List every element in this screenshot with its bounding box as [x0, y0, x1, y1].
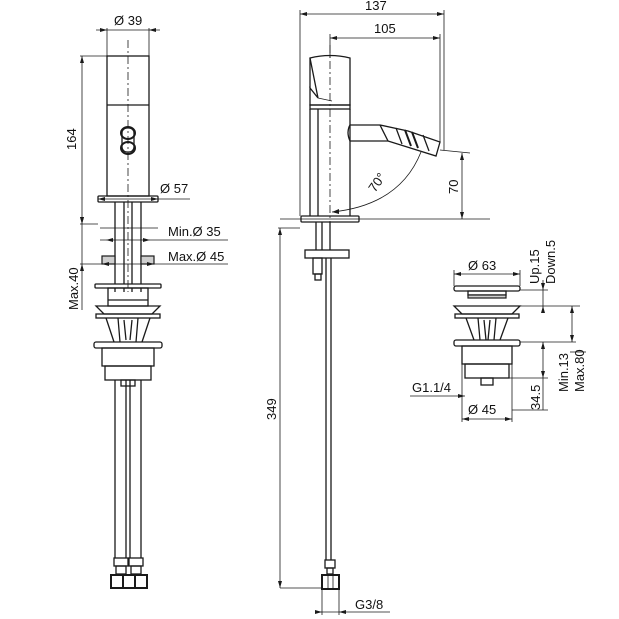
dim-base-diameter: Ø 57	[160, 181, 188, 196]
dim-hose-length: 349	[264, 398, 279, 420]
front-view: Ø 39 164 Ø 57 Min.Ø 35 Max.Ø 45 Max.40	[64, 13, 228, 589]
dim-spout-height: 70	[446, 180, 461, 194]
dim-body-height: 164	[64, 128, 79, 150]
dim-angle: 70°	[365, 170, 389, 195]
dim-body-height: 34.5	[528, 385, 543, 410]
dim-thread: G3/8	[355, 597, 383, 612]
dim-min-hole: Min.Ø 35	[168, 224, 221, 239]
dim-waste-body-diameter: Ø 45	[468, 402, 496, 417]
dim-max-hole: Max.Ø 45	[168, 249, 224, 264]
dim-overall-length: 137	[365, 0, 387, 13]
side-view: 137 105 70° 70 349 G3/8	[264, 0, 490, 615]
dim-top-diameter: Ø 39	[114, 13, 142, 28]
dim-cap-diameter: Ø 63	[468, 258, 496, 273]
dim-waste-thread: G1.1/4	[412, 380, 451, 395]
dim-spout-reach: 105	[374, 21, 396, 36]
dim-max-thickness: Max.40	[66, 267, 81, 310]
pop-up-waste-detail: Ø 63 Up.15 Down.5 Min.13 Max.80 34.5 G1.…	[410, 240, 587, 422]
dim-travel-up: Up.15	[527, 249, 542, 284]
dim-max-depth: Max.80	[572, 349, 587, 392]
dim-min-depth: Min.13	[556, 353, 571, 392]
dim-travel-down: Down.5	[543, 240, 558, 284]
